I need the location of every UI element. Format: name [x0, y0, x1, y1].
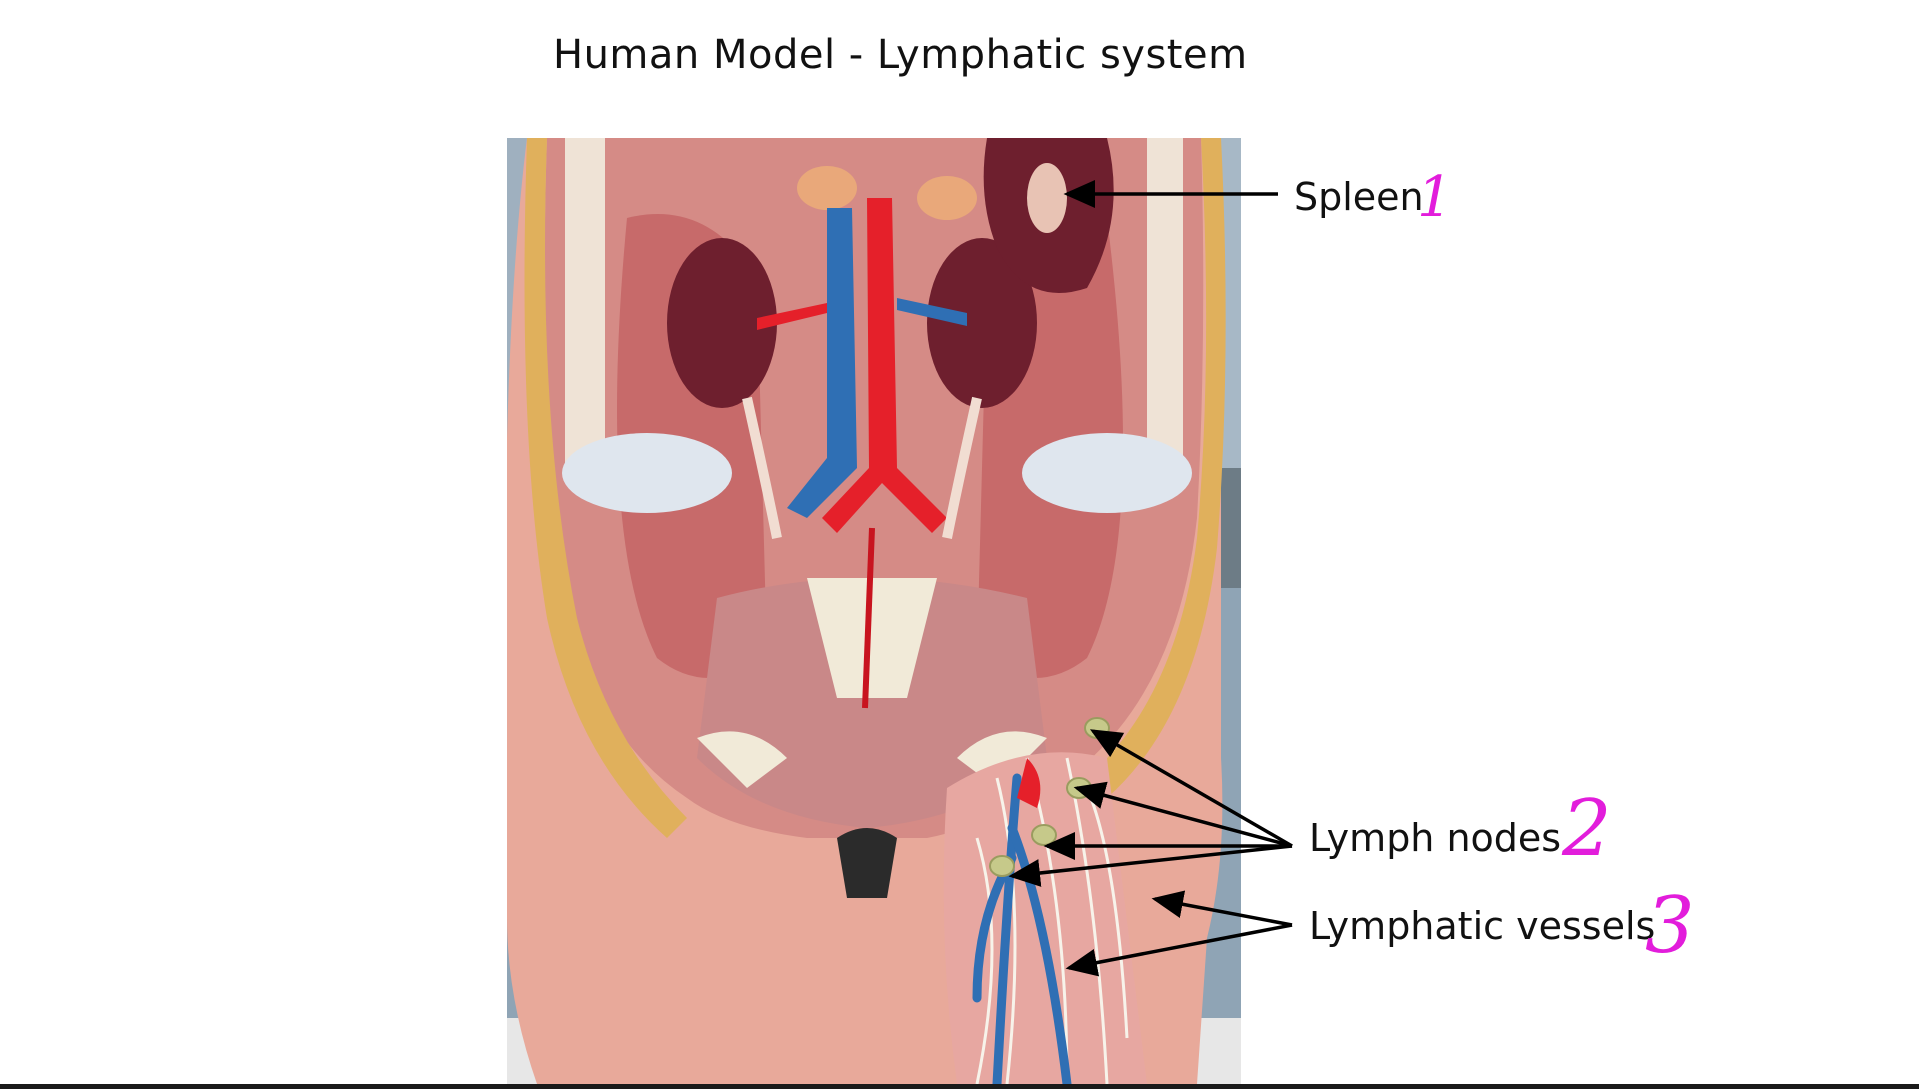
label-lymphatic-vessels: Lymphatic vessels: [1309, 904, 1656, 948]
label-number-2: 2: [1562, 784, 1612, 874]
label-number-3: 3: [1645, 881, 1695, 971]
torso-model-illustration: [507, 138, 1241, 1084]
label-number-1: 1: [1417, 165, 1453, 230]
anatomy-model-photo: [507, 138, 1241, 1084]
label-spleen: Spleen: [1294, 175, 1424, 219]
label-lymph-nodes: Lymph nodes: [1309, 816, 1562, 860]
slide-title: Human Model - Lymphatic system: [553, 32, 1248, 78]
bottom-border: [0, 1084, 1919, 1089]
